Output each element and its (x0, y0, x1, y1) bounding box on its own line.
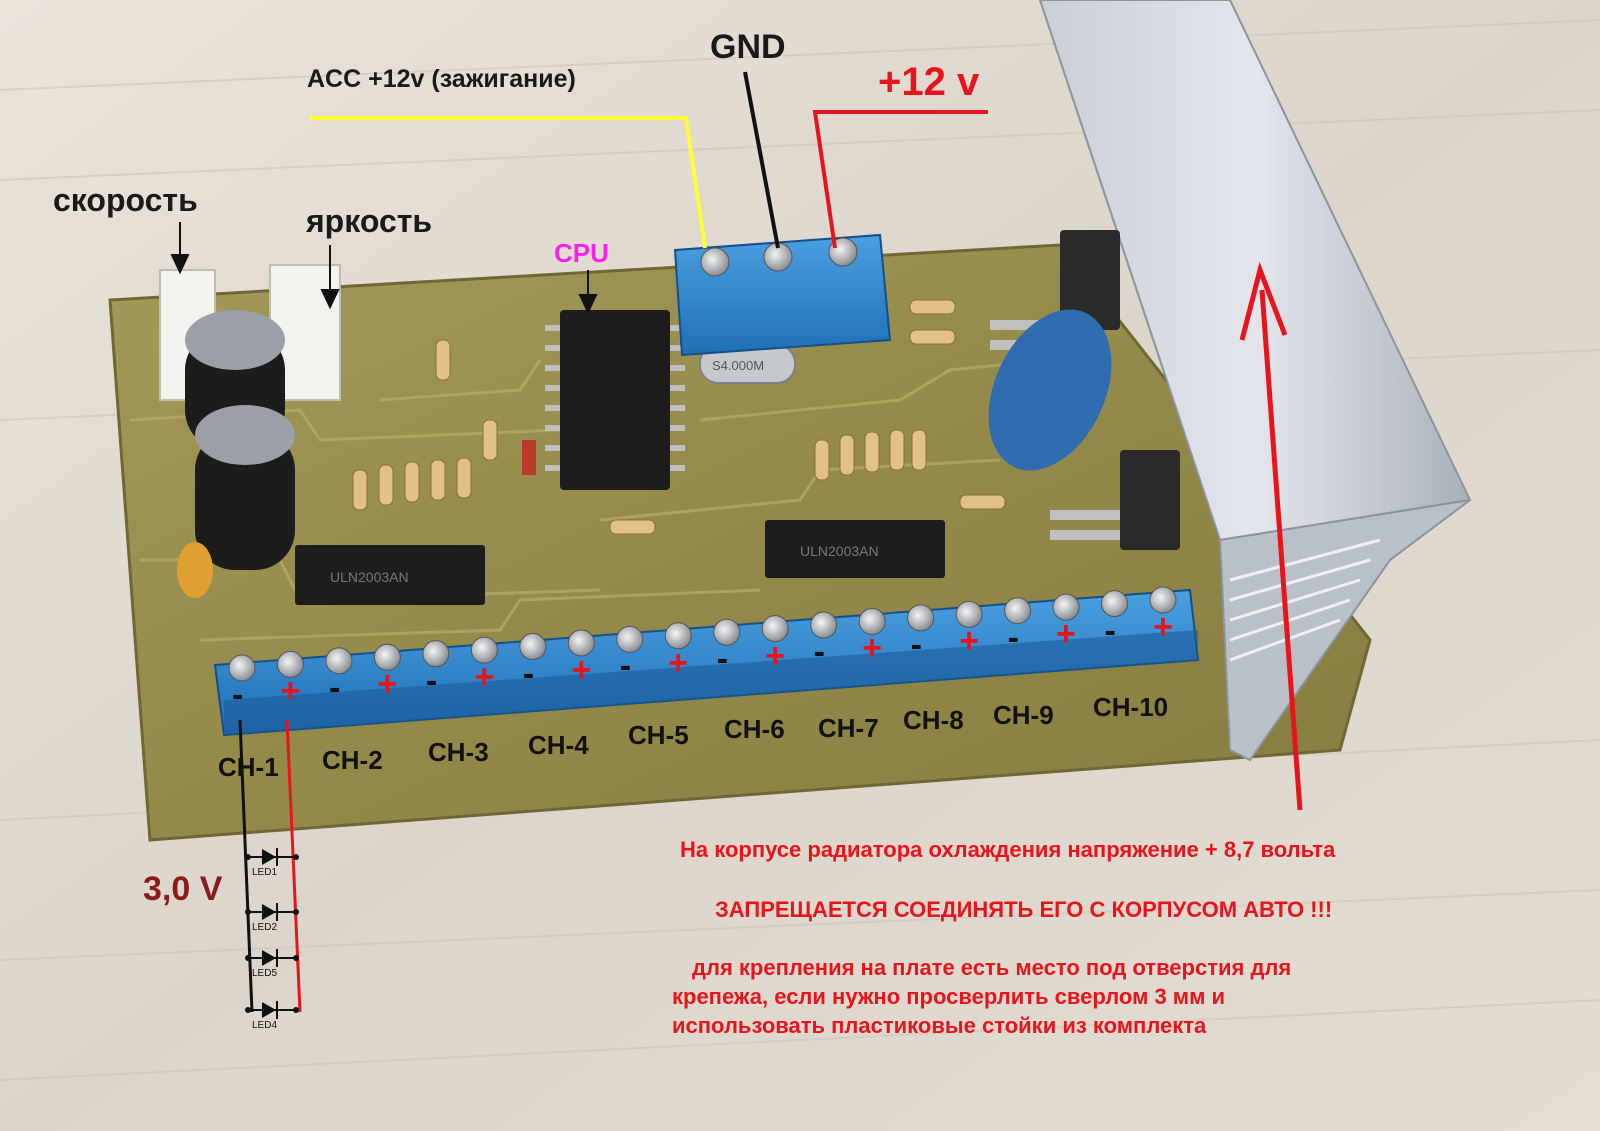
terminal-screw (810, 611, 838, 639)
channel-label-6: CH-6 (724, 714, 785, 744)
heatsink-voltage-note: На корпусе радиатора охлаждения напряжен… (680, 837, 1336, 862)
electrolytic-capacitors (185, 310, 295, 570)
terminal-minus-sign: - (1007, 618, 1019, 657)
terminal-screw (761, 615, 789, 643)
terminal-screw (325, 647, 353, 675)
terminal-minus-sign: - (716, 640, 729, 679)
brightness-arrow (320, 245, 340, 310)
terminal-screw (373, 643, 401, 671)
led-label-4: LED4 (252, 1020, 278, 1031)
channel-label-10: CH-10 (1093, 692, 1169, 722)
terminal-minus-sign: - (1104, 611, 1116, 650)
channel-label-5: CH-5 (628, 720, 689, 750)
cpu-chip (545, 310, 685, 490)
terminal-plus-sign: + (571, 650, 592, 689)
short-circuit-warning: ЗАПРЕЩАЕТСЯ СОЕДИНЯТЬ ЕГО С КОРПУСОМ АВТ… (715, 897, 1333, 922)
speed-arrow (170, 222, 190, 275)
terminal-screw (276, 650, 304, 678)
cpu-label: CPU (554, 238, 609, 268)
terminal-minus-sign: - (910, 625, 922, 664)
voltage-label: 3,0 V (143, 870, 223, 908)
plus12-label: +12 v (878, 60, 980, 104)
terminal-screw (1149, 586, 1177, 614)
terminal-screw (422, 640, 450, 668)
brightness-label: яркость (306, 203, 433, 239)
speed-label: скорость (53, 182, 198, 218)
terminal-screw (1004, 597, 1032, 625)
mounting-note-line1: для крепления на плате есть место под от… (692, 955, 1292, 980)
plus12-wire (812, 110, 988, 249)
terminal-screw (1052, 593, 1080, 621)
led-label-3: LED5 (252, 968, 278, 979)
channel-label-9: CH-9 (993, 700, 1054, 730)
acc-wire (310, 116, 707, 249)
terminal-screw (567, 629, 595, 657)
led-symbol (245, 848, 299, 866)
transistors (990, 230, 1180, 550)
driver-chip-right: ULN2003AN (765, 520, 945, 578)
ceramic-capacitor (177, 542, 213, 598)
driver-chip-left: ULN2003AN (295, 545, 485, 605)
terminal-minus-sign: - (328, 668, 341, 707)
led-symbol (245, 949, 299, 967)
heatsink-warning-arrow (1239, 261, 1303, 811)
cpu-arrow (578, 270, 598, 315)
gnd-label: GND (710, 28, 786, 66)
terminal-screw (858, 607, 886, 635)
channel-label-4: CH-4 (528, 730, 589, 760)
terminal-plus-sign: + (668, 643, 689, 682)
led-schematic (238, 719, 302, 1019)
led-symbol (245, 1001, 299, 1019)
terminal-plus-sign: + (474, 658, 495, 697)
terminal-plus-sign: + (862, 629, 883, 668)
terminal-screw (519, 633, 547, 661)
channel-label-3: CH-3 (428, 737, 489, 767)
gnd-wire (743, 71, 780, 249)
terminal-screw (616, 625, 644, 653)
terminal-plus-sign: + (959, 622, 979, 661)
channel-label-1: CH-1 (218, 752, 279, 782)
terminal-minus-sign: - (522, 654, 535, 693)
terminal-minus-sign: - (232, 676, 244, 714)
terminal-screw (955, 600, 983, 628)
led-label-2: LED2 (252, 922, 278, 933)
terminal-plus-sign: + (377, 665, 398, 704)
mounting-note-line3: использовать пластиковые стойки из компл… (672, 1013, 1207, 1038)
resistors (352, 299, 1006, 535)
terminal-screw (1101, 590, 1129, 618)
power-terminal-block (673, 233, 892, 357)
terminal-plus-sign: + (280, 672, 301, 711)
channel-label-8: CH-8 (903, 705, 964, 735)
terminal-screw (470, 636, 498, 664)
mounting-note-line2: крепежа, если нужно просверлить сверлом … (672, 984, 1225, 1009)
terminal-screw (713, 618, 741, 646)
acc-label: ACC +12v (зажигание) (307, 65, 576, 93)
terminal-screw (228, 654, 256, 682)
terminal-plus-sign: + (1153, 608, 1173, 646)
terminal-plus-sign: + (765, 636, 786, 675)
channel-label-2: CH-2 (322, 745, 383, 775)
terminal-screws (228, 586, 1177, 682)
terminal-minus-sign: - (619, 647, 632, 686)
svg-text:ULN2003AN: ULN2003AN (800, 543, 879, 559)
led-label-1: LED1 (252, 867, 278, 878)
terminal-screw (907, 604, 935, 632)
crystal-marking: S4.000M (712, 358, 764, 373)
channel-label-7: CH-7 (818, 713, 879, 743)
led-symbol (245, 903, 299, 921)
svg-text:ULN2003AN: ULN2003AN (330, 569, 409, 585)
terminal-minus-sign: - (813, 633, 825, 672)
terminal-screw (664, 622, 692, 650)
blue-capacitor (988, 309, 1112, 471)
terminal-plus-sign: + (1056, 615, 1076, 654)
terminal-minus-sign: - (425, 661, 438, 700)
diode (522, 440, 536, 475)
